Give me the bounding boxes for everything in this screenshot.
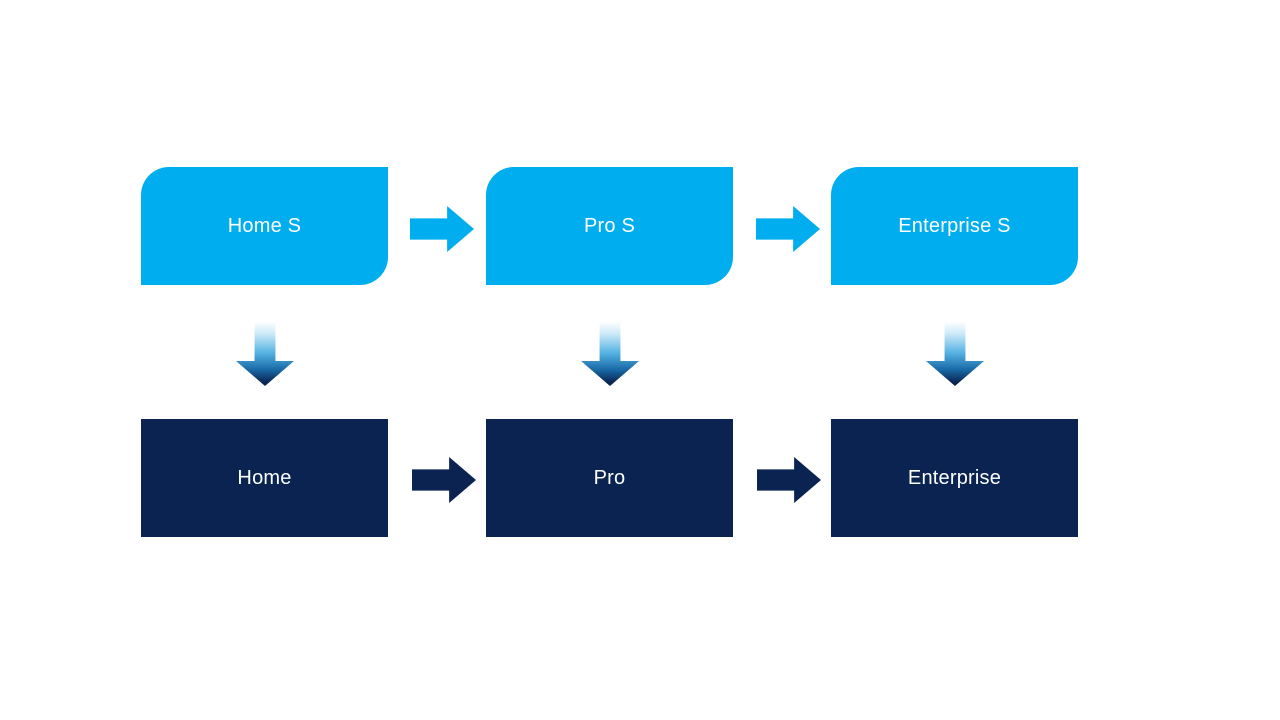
box-home-s-label: Home S [227,214,302,237]
box-home-s: Home S [141,167,388,285]
down-arrow-icon [581,322,639,386]
box-enterprise-label: Enterprise [907,466,1002,489]
right-arrow-icon [410,206,474,252]
box-pro-label: Pro [593,466,626,489]
box-pro-s-label: Pro S [583,214,636,237]
right-arrow-icon [756,206,820,252]
box-home-label: Home [237,466,292,489]
box-enterprise-s-label: Enterprise S [898,214,1011,237]
right-arrow-icon [757,457,821,503]
box-pro: Pro [486,419,733,537]
box-pro-s: Pro S [486,167,733,285]
box-home: Home [141,419,388,537]
down-arrow-icon [926,322,984,386]
box-enterprise: Enterprise [831,419,1078,537]
right-arrow-icon [412,457,476,503]
down-arrow-icon [236,322,294,386]
box-enterprise-s: Enterprise S [831,167,1078,285]
